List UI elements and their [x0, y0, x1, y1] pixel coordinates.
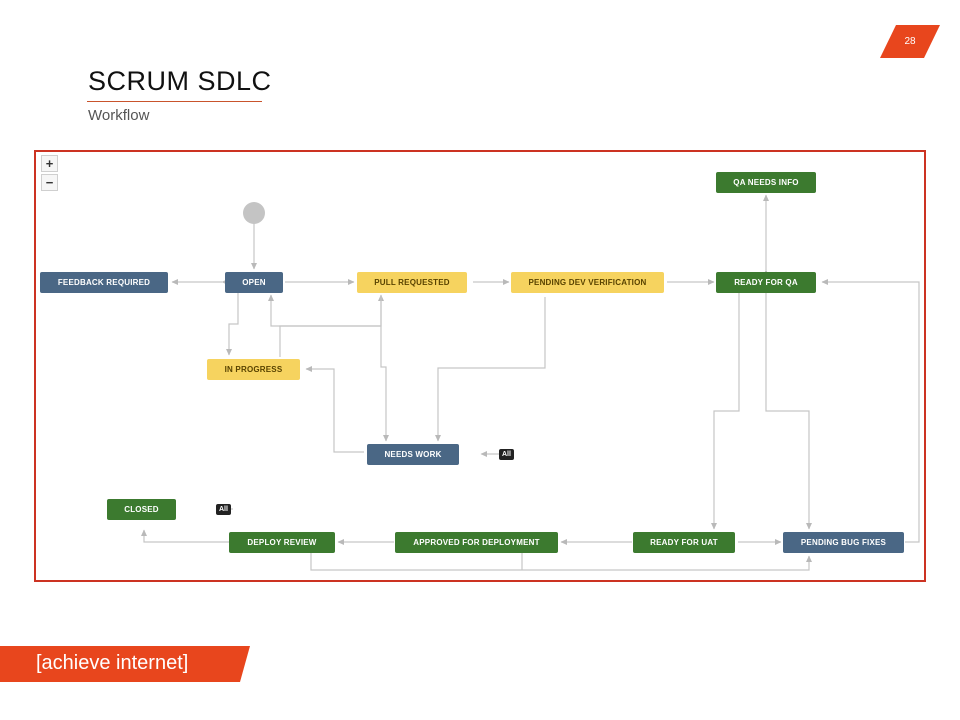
workflow-diagram[interactable]: + −: [34, 150, 926, 582]
status-feedback-required[interactable]: FEEDBACK REQUIRED: [40, 272, 168, 293]
status-qa-needs-info[interactable]: QA NEEDS INFO: [716, 172, 816, 193]
status-in-progress[interactable]: IN PROGRESS: [207, 359, 300, 380]
all-transitions-tag: All: [216, 504, 231, 515]
title-underline: [87, 101, 262, 102]
zoom-out-button[interactable]: −: [41, 174, 58, 191]
status-needs-work[interactable]: NEEDS WORK: [367, 444, 459, 465]
workflow-start-node: [243, 202, 265, 224]
status-pending-dev-verification[interactable]: PENDING DEV VERIFICATION: [511, 272, 664, 293]
page-number-badge: 28: [880, 25, 940, 58]
brand-footer: [achieve internet]: [0, 646, 250, 682]
page-number: 28: [904, 36, 916, 47]
status-ready-for-uat[interactable]: READY FOR UAT: [633, 532, 735, 553]
zoom-in-button[interactable]: +: [41, 155, 58, 172]
status-ready-for-qa[interactable]: READY FOR QA: [716, 272, 816, 293]
brand-logo-text: [achieve internet]: [36, 652, 189, 674]
status-deploy-review[interactable]: DEPLOY REVIEW: [229, 532, 335, 553]
status-pull-requested[interactable]: PULL REQUESTED: [357, 272, 467, 293]
status-open[interactable]: OPEN: [225, 272, 283, 293]
slide-subtitle: Workflow: [88, 107, 150, 124]
status-approved-for-deployment[interactable]: APPROVED FOR DEPLOYMENT: [395, 532, 558, 553]
all-transitions-tag: All: [499, 449, 514, 460]
status-pending-bug-fixes[interactable]: PENDING BUG FIXES: [783, 532, 904, 553]
status-closed[interactable]: CLOSED: [107, 499, 176, 520]
transition-arrows: [141, 194, 920, 571]
slide-title: SCRUM SDLC: [88, 66, 272, 96]
